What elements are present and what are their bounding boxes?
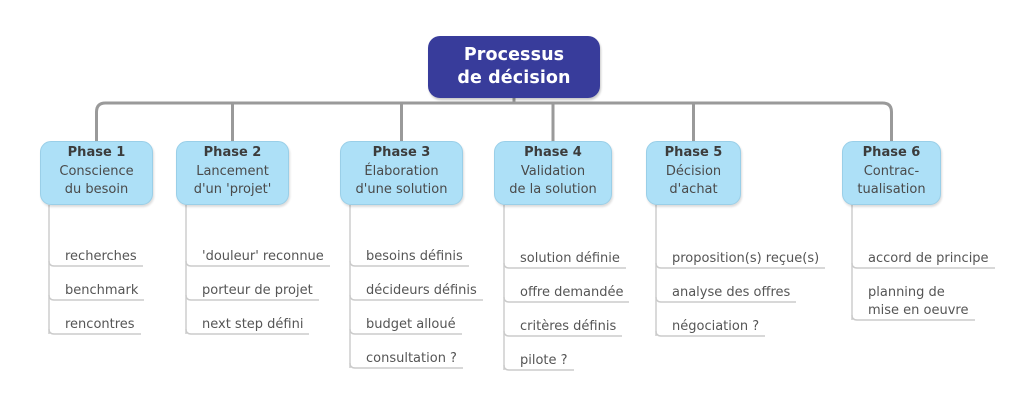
phase-node-1[interactable]: Phase 1 Conscience du besoin bbox=[40, 141, 153, 205]
leaf-label: besoins définis bbox=[366, 249, 463, 264]
leaf-underline bbox=[851, 262, 995, 269]
leaf-label: solution définie bbox=[520, 251, 620, 266]
leaf-underline bbox=[851, 314, 975, 321]
leaf-node[interactable]: négociation ? bbox=[663, 316, 765, 339]
phase-node-2[interactable]: Phase 2 Lancement d'un 'projet' bbox=[176, 141, 289, 205]
leaf-underline bbox=[185, 294, 319, 301]
phase-title: Phase 4 bbox=[524, 145, 582, 161]
phase-subtitle-line1: Validation bbox=[520, 163, 586, 179]
leaf-underline bbox=[655, 262, 825, 269]
leaf-label: décideurs définis bbox=[366, 283, 477, 298]
leaf-node[interactable]: benchmark bbox=[56, 280, 144, 303]
leaf-label: offre demandée bbox=[520, 285, 624, 300]
phase-title: Phase 6 bbox=[862, 145, 921, 161]
phase-node-3[interactable]: Phase 3 Élaboration d'une solution bbox=[340, 141, 463, 205]
leaf-underline bbox=[503, 262, 626, 269]
phase-subtitle-line2: tualisation bbox=[857, 182, 926, 198]
leaf-node[interactable]: offre demandée bbox=[511, 282, 629, 305]
root-node[interactable]: Processus de décision bbox=[428, 36, 600, 98]
leaf-underline bbox=[349, 260, 469, 267]
leaf-node[interactable]: budget alloué bbox=[357, 314, 462, 337]
phase-node-5[interactable]: Phase 5 Décision d'achat bbox=[646, 141, 741, 205]
phase-title: Phase 1 bbox=[67, 145, 126, 161]
phase-subtitle-line1: Élaboration bbox=[364, 163, 439, 179]
leaf-node[interactable]: porteur de projet bbox=[193, 280, 319, 303]
leaf-label: accord de principe bbox=[868, 251, 989, 266]
leaf-label: proposition(s) reçue(s) bbox=[672, 251, 820, 266]
leaf-underline bbox=[48, 260, 143, 267]
leaf-underline bbox=[48, 294, 144, 301]
leaf-node[interactable]: besoins définis bbox=[357, 246, 469, 269]
phase-subtitle-line1: Lancement bbox=[196, 163, 269, 179]
leaf-label: négociation ? bbox=[672, 319, 760, 334]
leaf-node[interactable]: rencontres bbox=[56, 314, 141, 337]
phase-subtitle-line2: d'un 'projet' bbox=[193, 182, 272, 198]
leaf-label: analyse des offres bbox=[672, 285, 791, 300]
phase-title: Phase 3 bbox=[372, 145, 431, 161]
leaf-label: pilote ? bbox=[520, 353, 568, 368]
leaf-node[interactable]: planning de mise en oeuvre bbox=[859, 282, 975, 324]
leaf-label: benchmark bbox=[65, 283, 139, 298]
leaf-underline bbox=[503, 330, 622, 337]
phase-subtitle-line1: Conscience bbox=[59, 163, 134, 179]
leaf-underline bbox=[655, 330, 765, 337]
phase-bus bbox=[95, 101, 893, 141]
leaf-underline bbox=[503, 296, 629, 303]
leaf-node[interactable]: accord de principe bbox=[859, 248, 995, 271]
leaf-label: rencontres bbox=[65, 317, 135, 332]
leaf-node[interactable]: 'douleur' reconnue bbox=[193, 246, 330, 269]
leaf-label: 'douleur' reconnue bbox=[202, 249, 324, 264]
phase-subtitle-line2: d'achat bbox=[669, 182, 718, 198]
leaf-connectors bbox=[48, 205, 995, 371]
leaf-underline bbox=[48, 328, 141, 335]
leaf-underline bbox=[503, 364, 574, 371]
phase-node-6[interactable]: Phase 6 Contrac-tualisation bbox=[842, 141, 941, 205]
main-connectors bbox=[95, 98, 893, 141]
leaf-underline bbox=[185, 328, 309, 335]
phase-subtitle-line2: d'une solution bbox=[355, 182, 448, 198]
phase-node-4[interactable]: Phase 4 Validation de la solution bbox=[494, 141, 612, 205]
root-title-line1: Processus bbox=[463, 45, 565, 66]
leaf-underline bbox=[349, 328, 462, 335]
leaf-label: consultation ? bbox=[366, 351, 457, 366]
leaf-label: recherches bbox=[65, 249, 137, 264]
leaf-underline bbox=[349, 362, 463, 369]
phase-subtitle-line1: Contrac- bbox=[863, 163, 920, 179]
phase-subtitle-line1: Décision bbox=[665, 163, 722, 179]
leaf-label: planning de bbox=[868, 285, 945, 300]
leaf-label: critères définis bbox=[520, 319, 617, 334]
leaf-node[interactable]: recherches bbox=[56, 246, 143, 269]
leaf-node[interactable]: critères définis bbox=[511, 316, 622, 339]
leaf-label: budget alloué bbox=[366, 317, 456, 332]
leaf-node[interactable]: analyse des offres bbox=[663, 282, 796, 305]
leaf-underline bbox=[349, 294, 483, 301]
phase-title: Phase 5 bbox=[664, 145, 723, 161]
leaf-node[interactable]: pilote ? bbox=[511, 350, 574, 373]
leaf-node[interactable]: consultation ? bbox=[357, 348, 463, 371]
leaf-underline bbox=[185, 260, 330, 267]
leaf-node[interactable]: next step défini bbox=[193, 314, 309, 337]
leaf-label-line2: mise en oeuvre bbox=[868, 303, 969, 319]
leaf-label: next step défini bbox=[202, 317, 304, 332]
leaf-underline bbox=[655, 296, 796, 303]
phase-subtitle-line2: de la solution bbox=[509, 182, 597, 198]
leaf-label: porteur de projet bbox=[202, 283, 313, 298]
phase-subtitle-line2: du besoin bbox=[64, 182, 129, 198]
phase-title: Phase 2 bbox=[203, 145, 262, 161]
leaf-node[interactable]: décideurs définis bbox=[357, 280, 483, 303]
root-title-line2: de décision bbox=[457, 68, 571, 88]
leaf-node[interactable]: proposition(s) reçue(s) bbox=[663, 248, 825, 271]
leaf-node[interactable]: solution définie bbox=[511, 248, 626, 271]
